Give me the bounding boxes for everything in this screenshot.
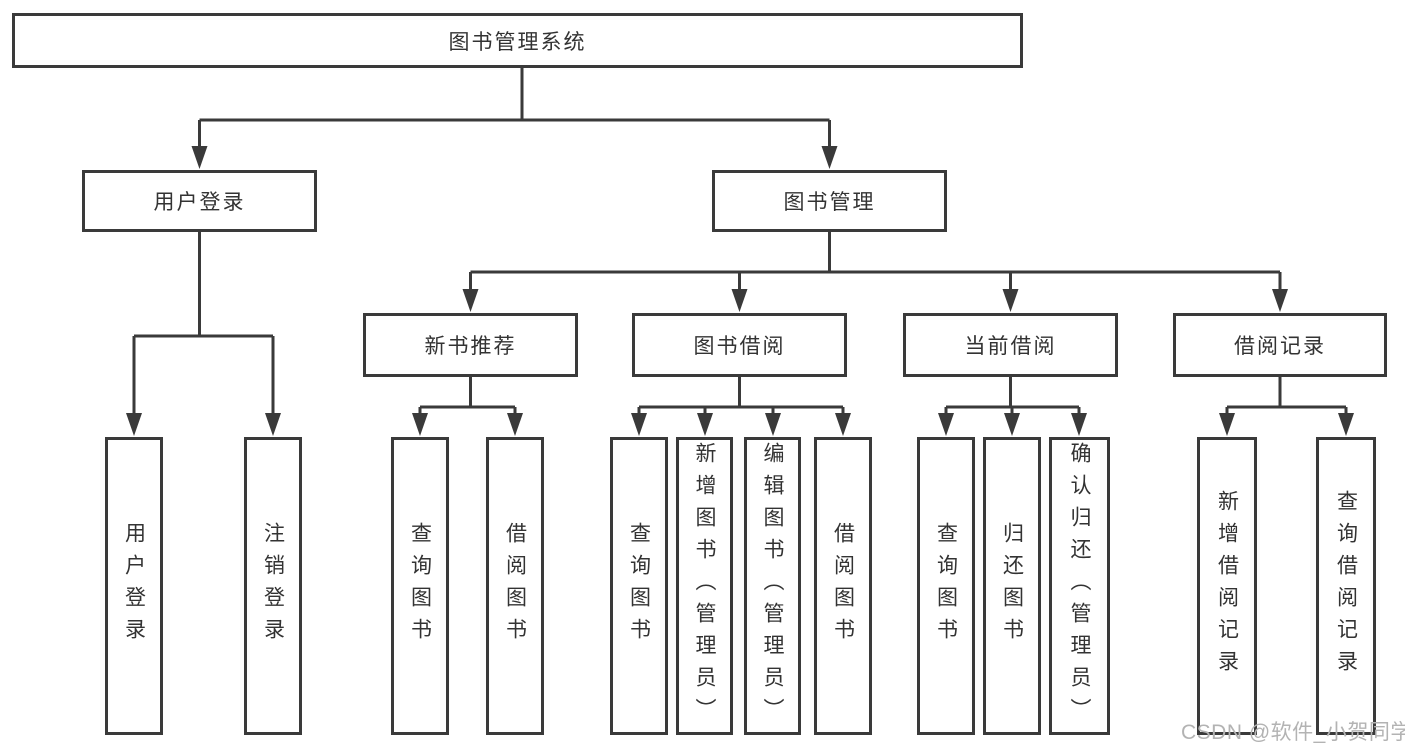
leaf-edit-book-admin: 编辑图书（管理员） [744, 437, 801, 735]
node-root-system: 图书管理系统 [12, 13, 1023, 68]
arrowhead-down-icon [191, 146, 208, 169]
arrowhead-down-icon [731, 289, 748, 312]
arrowhead-down-icon [697, 413, 713, 436]
leaf-label: 归还图书 [1000, 522, 1024, 650]
arrowhead-down-icon [938, 413, 954, 436]
node-current-borrowing: 当前借阅 [903, 313, 1118, 377]
leaf-query-books-borrowing: 查询图书 [610, 437, 668, 735]
connector-arrow-drops [126, 120, 1354, 436]
node-borrowing-records: 借阅记录 [1173, 313, 1387, 377]
leaf-query-borrow-record: 查询借阅记录 [1316, 437, 1376, 735]
arrowhead-down-icon [412, 413, 428, 436]
arrowhead-down-icon [1219, 413, 1235, 436]
leaf-label: 查询借阅记录 [1334, 490, 1358, 682]
leaf-label: 查询图书 [627, 522, 651, 650]
leaf-label: 新增借阅记录 [1215, 490, 1239, 682]
node-user-login-module: 用户登录 [82, 170, 317, 232]
arrowhead-down-icon [1338, 413, 1354, 436]
arrowhead-down-icon [126, 413, 142, 436]
leaf-logout: 注销登录 [244, 437, 302, 735]
node-book-management-module: 图书管理 [712, 170, 947, 232]
leaf-add-borrow-record: 新增借阅记录 [1197, 437, 1257, 735]
leaf-label: 借阅图书 [503, 522, 527, 650]
node-new-book-recommend: 新书推荐 [363, 313, 578, 377]
node-book-borrowing: 图书借阅 [632, 313, 847, 377]
leaf-confirm-return-admin: 确认归还（管理员） [1049, 437, 1110, 735]
leaf-label: 注销登录 [261, 522, 285, 650]
leaf-return-book: 归还图书 [983, 437, 1041, 735]
leaf-label: 查询图书 [934, 522, 958, 650]
leaf-query-books-current: 查询图书 [917, 437, 975, 735]
leaf-label: 查询图书 [408, 522, 432, 650]
arrowhead-down-icon [1272, 289, 1288, 312]
leaf-borrow-books-recommend: 借阅图书 [486, 437, 544, 735]
arrowhead-down-icon [507, 413, 523, 436]
leaf-label: 新增图书（管理员） [693, 442, 716, 730]
csdn-watermark: CSDN @软件_小贺同学 [1181, 721, 1405, 744]
leaf-user-login: 用户登录 [105, 437, 163, 735]
connector-trunks [134, 68, 1346, 409]
arrowhead-down-icon [1004, 413, 1020, 436]
leaf-query-books-recommend: 查询图书 [391, 437, 449, 735]
arrowhead-down-icon [265, 413, 281, 436]
arrowhead-down-icon [765, 413, 781, 436]
arrowhead-down-icon [835, 413, 851, 436]
leaf-add-book-admin: 新增图书（管理员） [676, 437, 733, 735]
leaf-borrow-books-borrowing: 借阅图书 [814, 437, 872, 735]
leaf-label: 编辑图书（管理员） [761, 442, 784, 730]
arrowhead-down-icon [462, 289, 479, 312]
arrowhead-down-icon [1002, 289, 1019, 312]
arrowhead-down-icon [821, 146, 838, 169]
leaf-label: 用户登录 [122, 522, 146, 650]
leaf-label: 确认归还（管理员） [1068, 442, 1091, 730]
leaf-label: 借阅图书 [831, 522, 855, 650]
arrowhead-down-icon [631, 413, 647, 436]
arrowhead-down-icon [1071, 413, 1087, 436]
